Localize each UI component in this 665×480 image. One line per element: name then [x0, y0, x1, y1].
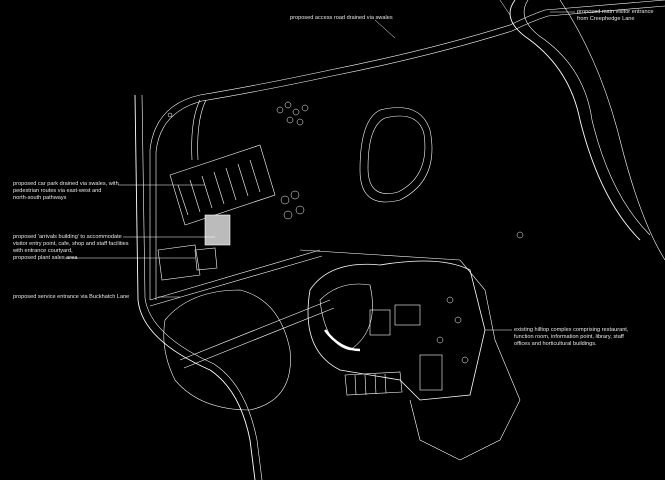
buckhatch-lane-edge [141, 94, 263, 480]
access-road-edge [155, 5, 665, 300]
label-service-entrance: proposed service entrance via Buckhatch … [13, 294, 130, 300]
plant-sales-area [157, 244, 218, 281]
tree-clusters [167, 101, 524, 364]
leader-lines [65, 0, 575, 331]
access-road [149, 0, 665, 300]
creephedge-lane-edge [523, 0, 651, 236]
swale-oval-inner [367, 115, 426, 194]
swale-oval [359, 107, 433, 203]
creephedge-lane [509, 0, 641, 241]
label-arrivals-building: proposed 'arrivals building' to accommod… [13, 234, 129, 261]
hilltop-complex [307, 260, 486, 401]
access-road-branch [191, 99, 207, 161]
avenue [179, 299, 335, 369]
site-boundary [299, 249, 521, 461]
field-boundary [559, 0, 665, 261]
southern-field [163, 289, 291, 411]
label-main-entrance: proposed main visitor entrance from Cree… [577, 9, 654, 22]
label-hilltop-complex: existing hilltop complex comprising rest… [514, 327, 629, 347]
label-car-park: proposed car park drained via swales, wi… [13, 181, 119, 201]
buckhatch-lane [134, 94, 256, 480]
label-access-road: proposed access road drained via swales [290, 15, 393, 21]
service-road [149, 249, 323, 307]
label-plant-sales: proposed plant sales area [13, 255, 78, 261]
car-park [169, 144, 276, 226]
arrivals-building [204, 214, 231, 246]
